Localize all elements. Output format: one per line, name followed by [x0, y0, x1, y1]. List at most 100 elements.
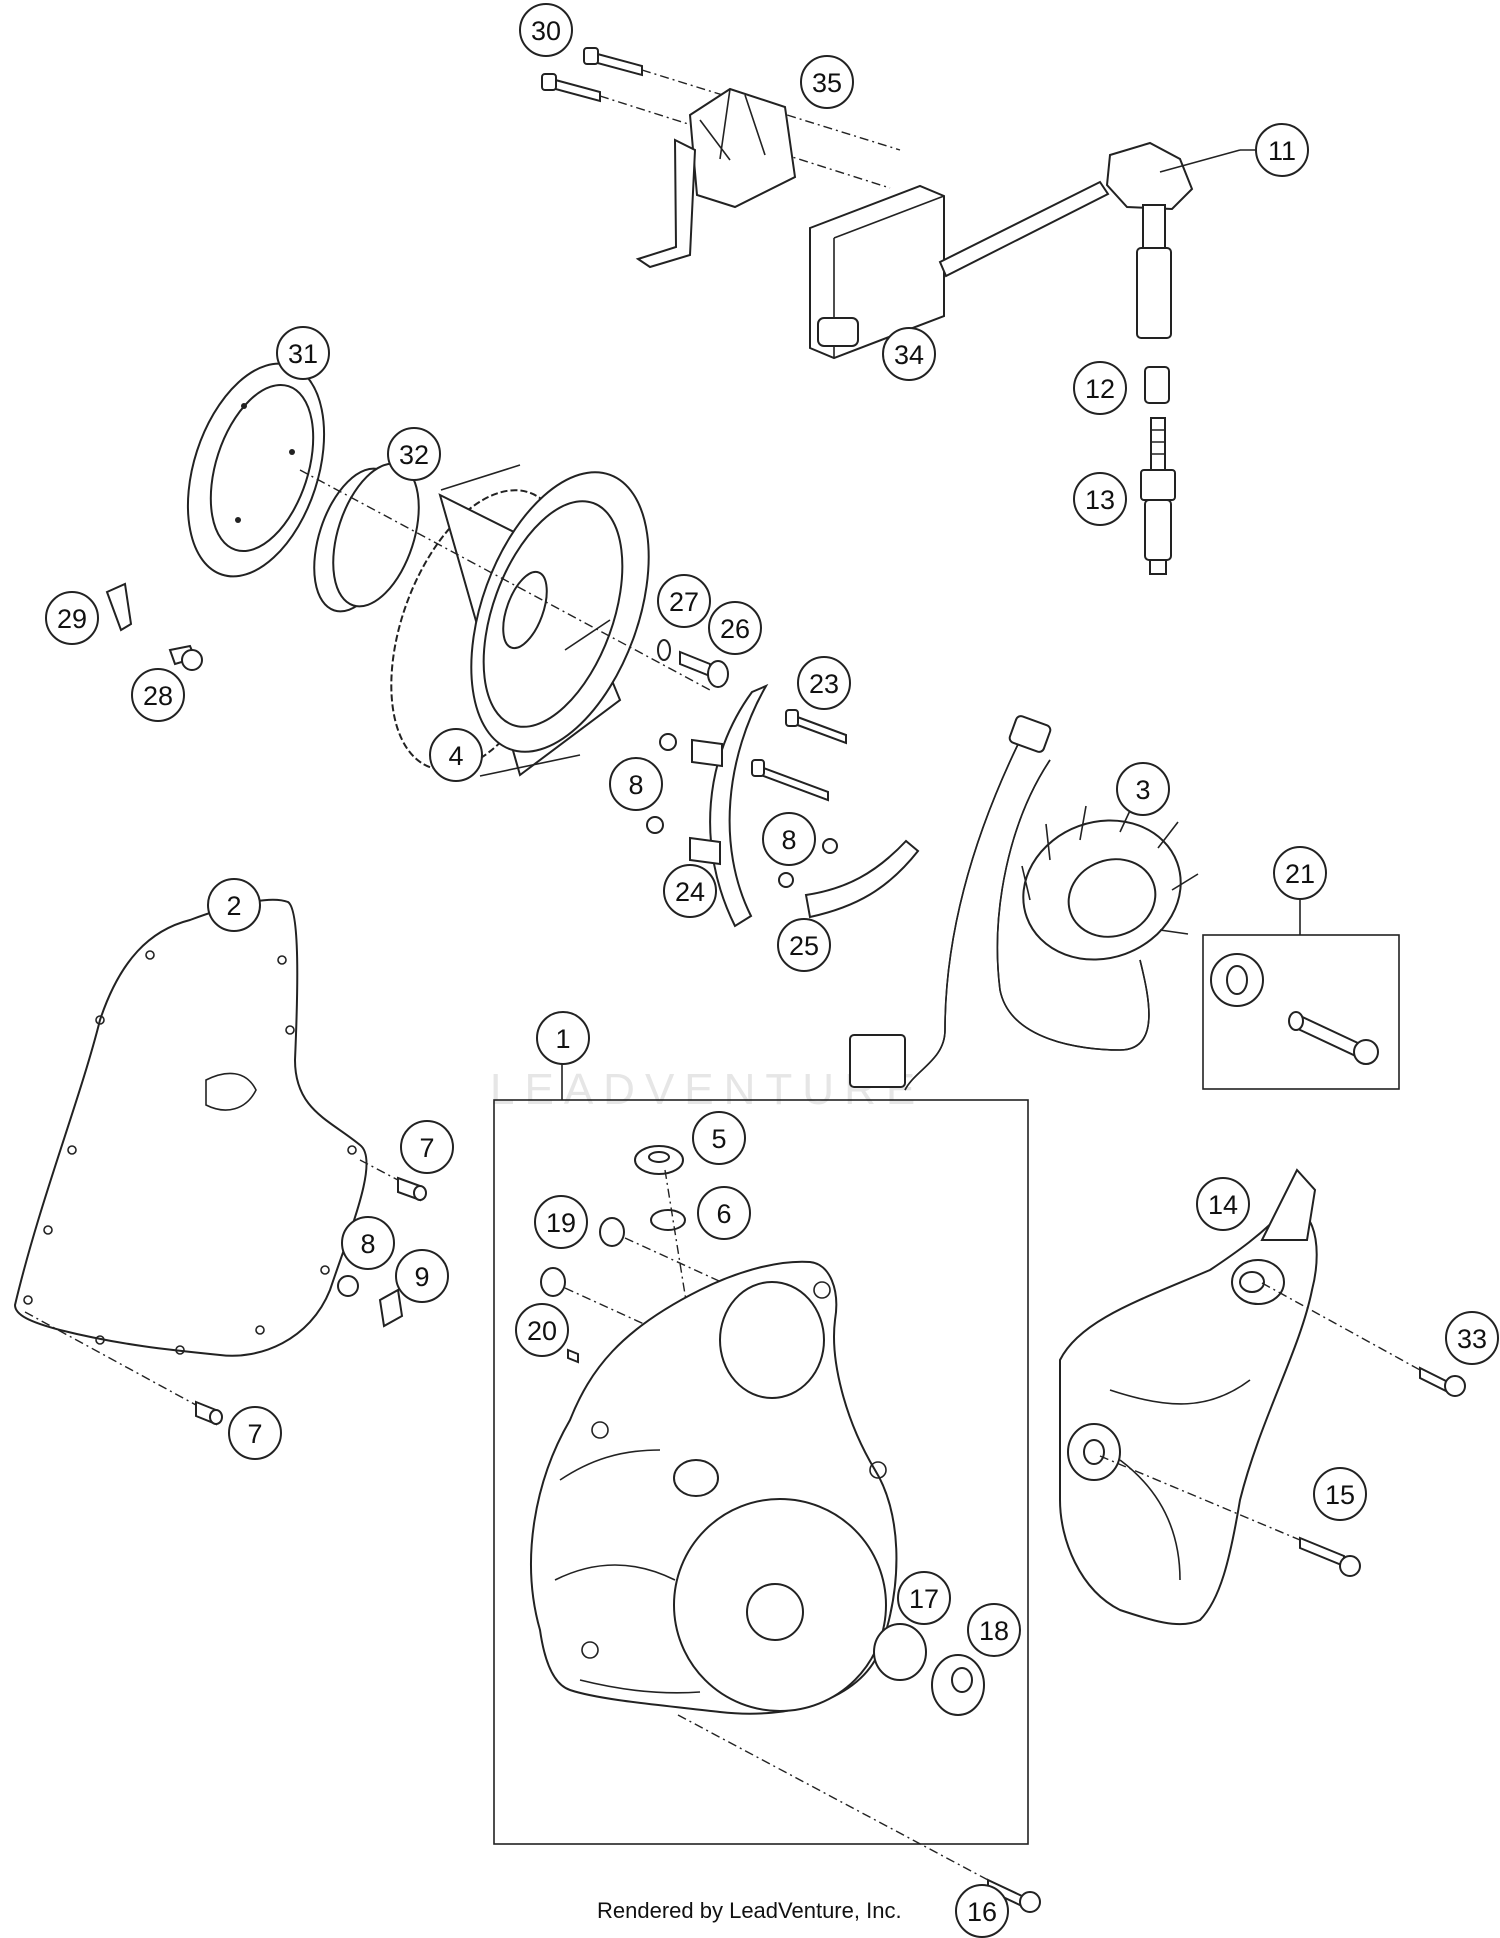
callout-8-upper: 8: [609, 757, 663, 811]
part-bolt-15: [1099, 1455, 1361, 1577]
callout-29: 29: [45, 591, 99, 645]
svg-text:32: 32: [399, 440, 429, 470]
svg-text:11: 11: [1268, 136, 1296, 166]
part-cable-3: [849, 715, 1150, 1091]
part-clip-9: [378, 1288, 404, 1328]
callout-34: 34: [882, 327, 936, 381]
callout-26: 26: [708, 601, 762, 655]
callout-19: 19: [534, 1195, 588, 1249]
callout-20: 20: [515, 1303, 569, 1357]
svg-text:24: 24: [675, 877, 705, 907]
svg-text:18: 18: [979, 1616, 1009, 1646]
part-sleeve-19b: [540, 1267, 566, 1297]
svg-text:7: 7: [247, 1419, 262, 1449]
svg-text:4: 4: [448, 741, 463, 771]
callout-31: 31: [276, 326, 330, 380]
svg-text:34: 34: [894, 340, 924, 370]
part-plug-18: [931, 1654, 985, 1716]
callout-13: 13: [1073, 472, 1127, 526]
part-nut-8-left: [337, 1275, 359, 1297]
part-bolt-16: [677, 1714, 1041, 1913]
svg-text:25: 25: [789, 931, 819, 961]
callout-18: 18: [967, 1603, 1021, 1657]
svg-text:23: 23: [809, 669, 839, 699]
svg-text:14: 14: [1208, 1190, 1238, 1220]
callout-24: 24: [663, 864, 717, 918]
part-bolt-33: [1261, 1282, 1466, 1397]
svg-text:19: 19: [546, 1208, 576, 1238]
part-dowel-7-lower: [24, 1311, 223, 1426]
footer-credit: Rendered by LeadVenture, Inc.: [597, 1898, 902, 1923]
part-bracket-35: [635, 87, 797, 269]
svg-text:16: 16: [967, 1897, 997, 1927]
part-bolt-26: [679, 650, 729, 688]
svg-text:3: 3: [1135, 775, 1150, 805]
svg-text:35: 35: [812, 68, 842, 98]
callout-7-lower: 7: [228, 1406, 282, 1460]
part-cover-ring-31: [186, 362, 326, 578]
callout-35: 35: [800, 55, 854, 109]
part-ignition-coil-34: [809, 180, 1110, 360]
callout-30: 30: [519, 3, 573, 57]
callout-5: 5: [692, 1111, 746, 1165]
svg-text:5: 5: [711, 1124, 726, 1154]
kit-box-21: [1202, 900, 1400, 1090]
callout-8-middle: 8: [762, 812, 816, 866]
callout-11: 11: [1255, 123, 1309, 177]
callout-28: 28: [131, 668, 185, 722]
kit-box-1: [493, 1062, 1029, 1845]
callout-7-upper: 7: [400, 1120, 454, 1174]
part-guide-rail-25: [778, 838, 920, 919]
part-bolts-23: [751, 709, 847, 802]
callout-25: 25: [777, 918, 831, 972]
part-flywheel-4: [390, 464, 650, 777]
part-oring-17: [873, 1623, 927, 1681]
callout-32: 32: [387, 427, 441, 481]
svg-text:30: 30: [531, 16, 561, 46]
svg-text:8: 8: [781, 825, 796, 855]
svg-text:6: 6: [716, 1199, 731, 1229]
svg-text:31: 31: [288, 339, 318, 369]
part-oring-6: [650, 1209, 686, 1231]
svg-text:2: 2: [226, 891, 241, 921]
callout-21: 21: [1273, 846, 1327, 900]
part-plug-5: [634, 1145, 684, 1175]
part-dowel-7-upper: [359, 1159, 427, 1202]
callout-6: 6: [697, 1186, 751, 1240]
callout-1: 1: [536, 1011, 590, 1065]
svg-text:21: 21: [1285, 859, 1315, 889]
svg-text:17: 17: [909, 1584, 939, 1614]
svg-text:27: 27: [669, 587, 699, 617]
svg-text:12: 12: [1085, 374, 1115, 404]
svg-text:9: 9: [414, 1262, 429, 1292]
part-spark-plug-13: [1140, 417, 1176, 575]
part-screw-28: [168, 644, 203, 671]
svg-text:33: 33: [1457, 1324, 1487, 1354]
callout-2: 2: [207, 878, 261, 932]
part-gasket-2: [13, 898, 368, 1357]
callout-23: 23: [797, 656, 851, 710]
callout-8-lower: 8: [341, 1216, 395, 1270]
watermark: LEADVENTURE: [490, 1065, 925, 1114]
svg-text:8: 8: [360, 1229, 375, 1259]
part-guide-rail-24: [646, 683, 769, 928]
svg-text:28: 28: [143, 681, 173, 711]
callout-17: 17: [897, 1571, 951, 1625]
callout-33: 33: [1445, 1311, 1499, 1365]
callout-27: 27: [657, 574, 711, 628]
part-12: [1144, 366, 1170, 404]
svg-text:20: 20: [527, 1316, 557, 1346]
callout-16: 16: [955, 1884, 1009, 1938]
svg-text:1: 1: [555, 1024, 570, 1054]
part-clip-29: [105, 582, 133, 632]
callout-14: 14: [1196, 1177, 1250, 1231]
callout-12: 12: [1073, 361, 1127, 415]
callout-3: 3: [1116, 762, 1170, 816]
callout-15: 15: [1313, 1467, 1367, 1521]
part-pin-20: [567, 1348, 579, 1364]
part-stator-3: [1021, 801, 1199, 961]
svg-text:26: 26: [720, 614, 750, 644]
part-sprocket-cover-14: [1059, 1168, 1318, 1626]
callout-9: 9: [395, 1249, 449, 1303]
